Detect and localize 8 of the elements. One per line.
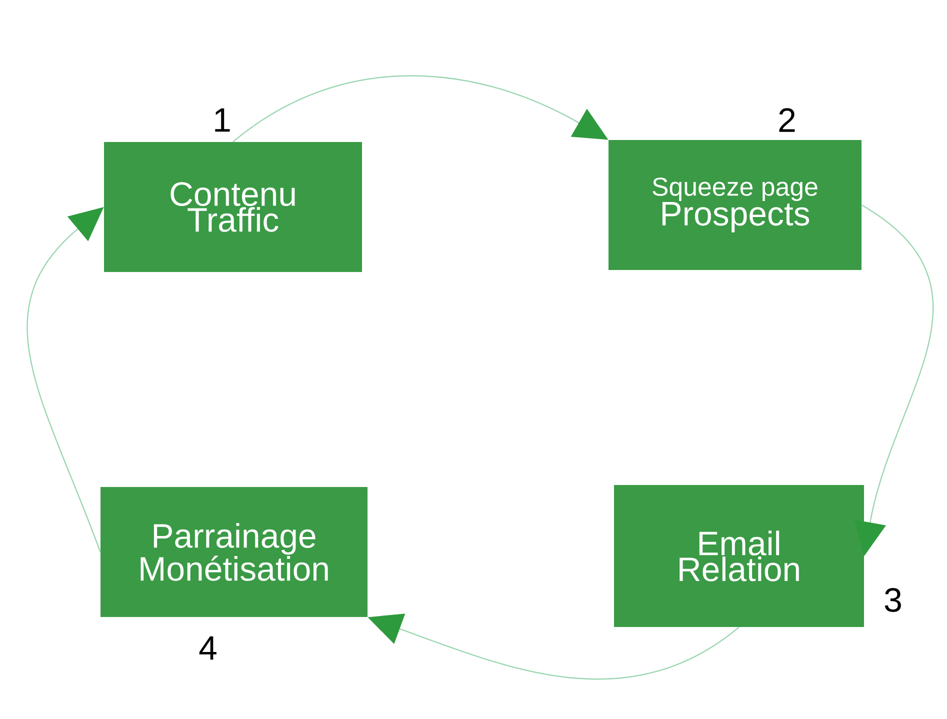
step-number: 3 bbox=[884, 588, 901, 612]
step-number: 4 bbox=[199, 636, 216, 660]
process-box: Contenu Traffic bbox=[104, 142, 362, 272]
process-box: Email Relation bbox=[614, 485, 864, 627]
process-box: Parrainage Monétisation bbox=[100, 487, 368, 617]
process-box: Squeeze page Prospects bbox=[608, 140, 862, 270]
step-number: 1 bbox=[215, 108, 230, 132]
step-number: 2 bbox=[779, 108, 795, 132]
